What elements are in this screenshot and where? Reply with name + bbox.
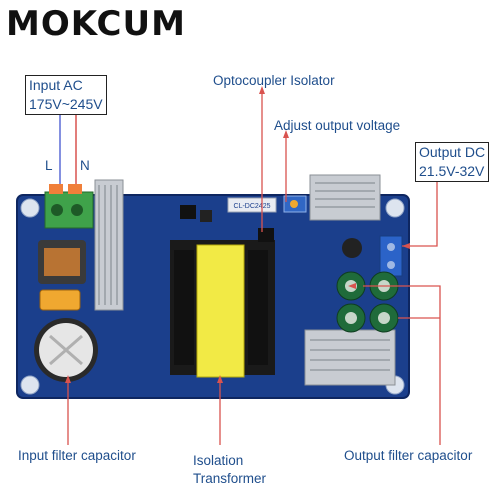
output-dc-range: 21.5V-32V — [419, 163, 485, 179]
optocoupler-chip — [258, 228, 274, 242]
isolation-label-line1: Isolation — [193, 453, 244, 468]
input-filter-capacitor-label: Input filter capacitor — [18, 448, 136, 463]
adjust-output-label: Adjust output voltage — [274, 118, 401, 133]
output-filter-capacitor-label: Output filter capacitor — [344, 448, 473, 463]
output-heatsink — [304, 174, 396, 386]
brand-logo: MOKCUM — [6, 4, 186, 44]
output-dc-box: Output DC 21.5V-32V — [415, 142, 490, 182]
input-ac-title: Input AC — [29, 77, 83, 93]
terminal-l-label: L — [45, 158, 53, 173]
output-terminal-block — [379, 235, 403, 277]
input-ac-range: 175V~245V — [29, 96, 103, 112]
isolation-label-line2: Transformer — [193, 471, 267, 486]
board-marking-text: CL-DC2425 — [234, 203, 271, 210]
isolation-transformer-label: Isolation Transformer — [193, 452, 266, 488]
input-filter-capacitor — [34, 318, 98, 382]
input-heatsink — [94, 179, 124, 311]
terminal-n-label: N — [80, 158, 90, 173]
output-dc-title: Output DC — [419, 144, 486, 160]
optocoupler-label: Optocoupler Isolator — [213, 73, 335, 88]
input-ac-box: Input AC 175V~245V — [25, 75, 107, 115]
isolation-transformer — [170, 240, 275, 378]
